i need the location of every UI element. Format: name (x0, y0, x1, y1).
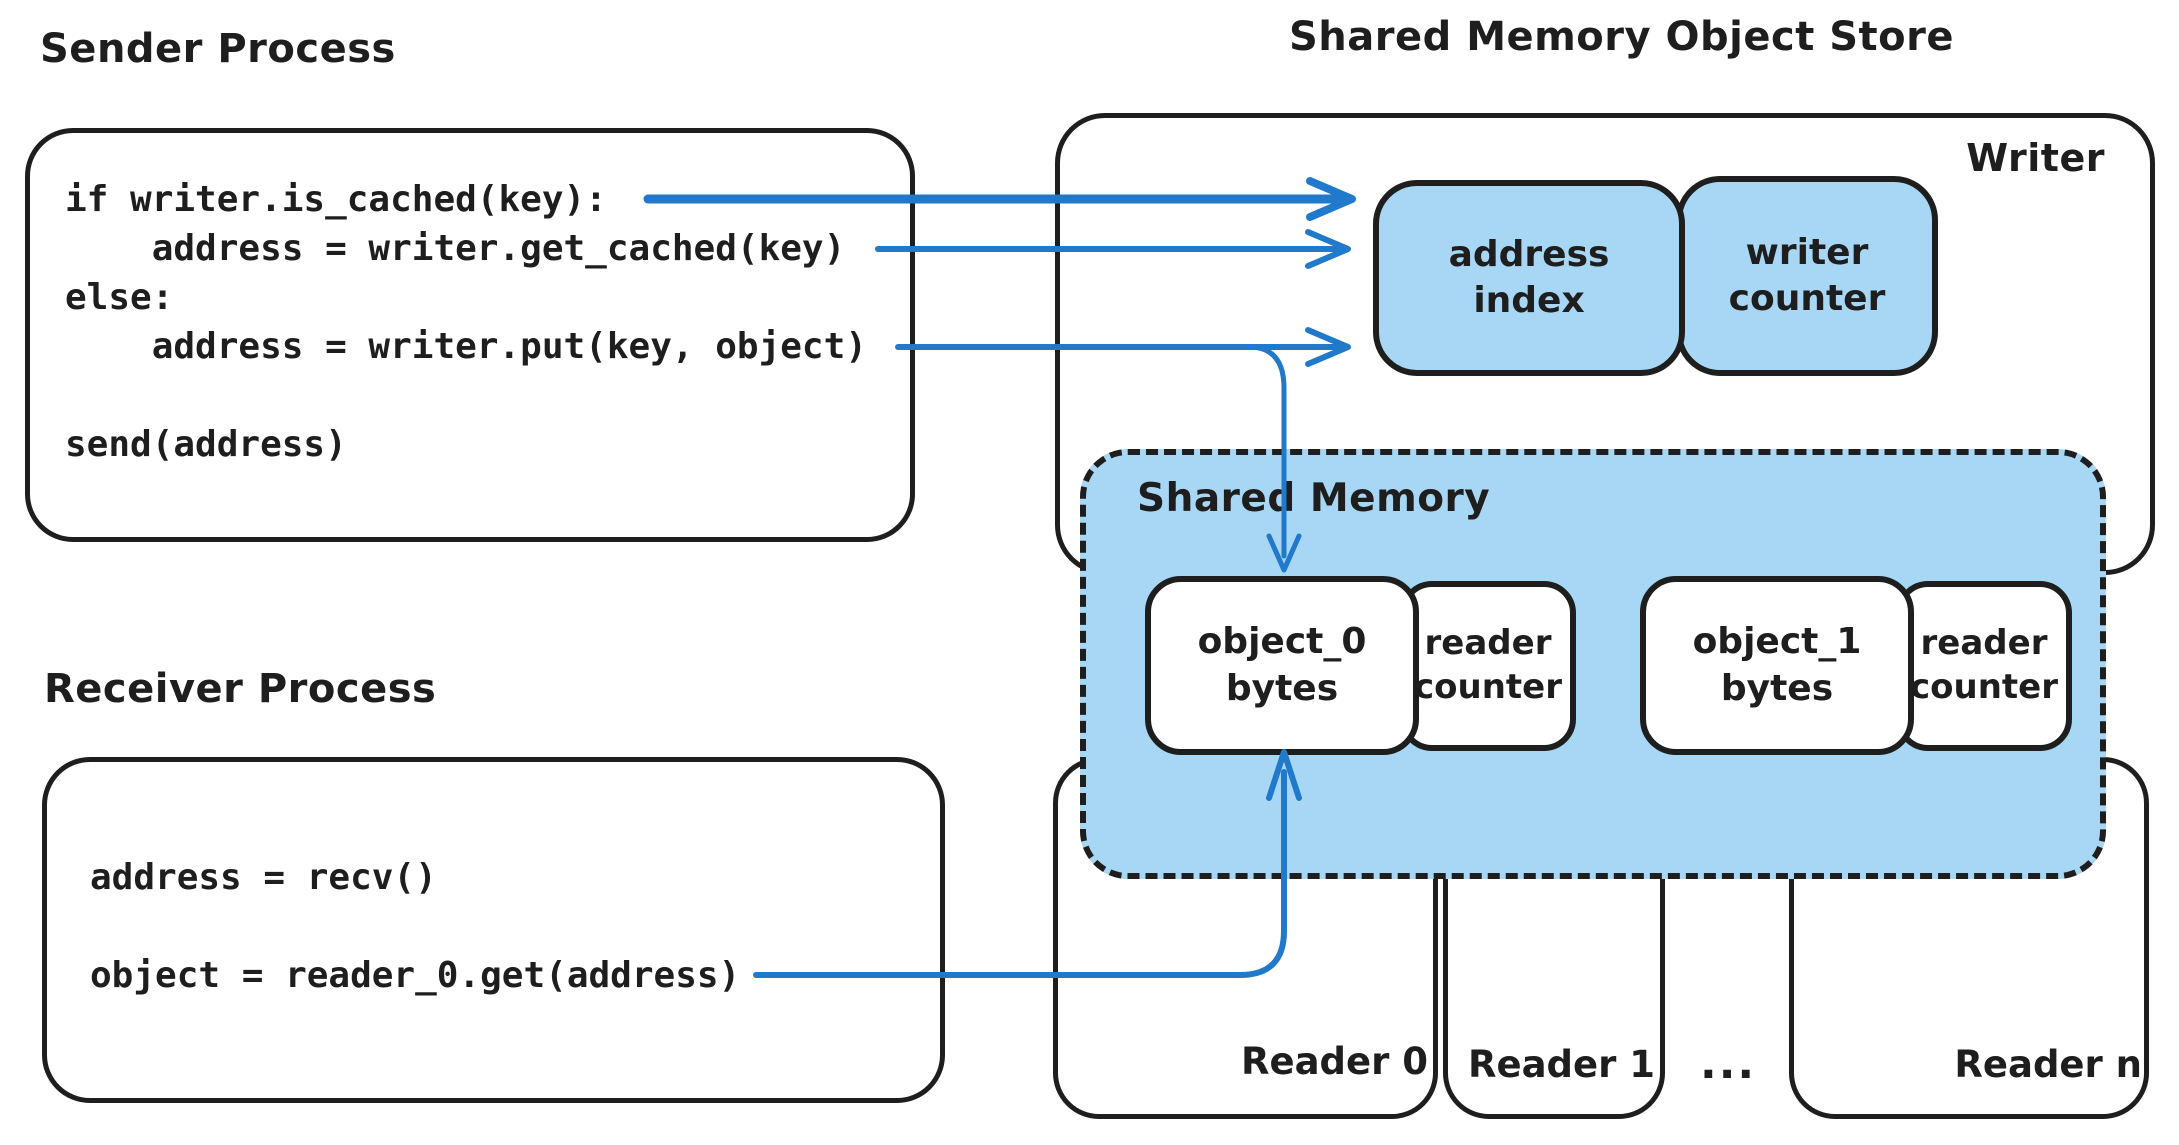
reader-1-label: Reader 1 (1467, 1043, 1655, 1086)
reader-counter-1-box: reader counter (1896, 581, 2072, 751)
reader-counter-line2: counter (1413, 667, 1562, 707)
code-line: object = reader_0.get(address) (90, 955, 741, 996)
reader-counter-line1: reader (1424, 623, 1552, 664)
reader-counter-1-label: reader counter (1902, 587, 2066, 745)
object-0-line1: object_0 (1197, 621, 1367, 663)
reader-counter-0-box: reader counter (1400, 581, 1576, 751)
object-1-line2: bytes (1720, 667, 1834, 709)
code-line: if writer.is_cached(key): (65, 179, 607, 220)
address-index-line2: index (1473, 280, 1585, 321)
code-line: address = writer.get_cached(key) (65, 228, 846, 269)
reader-counter-line2: counter (1909, 667, 2058, 707)
code-line (65, 371, 867, 420)
object-1-label: object_1 bytes (1646, 582, 1908, 749)
reader-0-label: Reader 0 (1240, 1040, 1428, 1083)
writer-counter-label: writer counter (1682, 182, 1932, 370)
address-index-line1: address (1448, 233, 1610, 275)
address-index-box: address index (1373, 180, 1685, 376)
code-line: else: (65, 277, 174, 318)
code-line: address = writer.put(key, object) (65, 326, 867, 367)
object-0-label: object_0 bytes (1151, 582, 1413, 749)
writer-counter-line2: counter (1728, 278, 1886, 319)
sender-process-title: Sender Process (40, 26, 396, 72)
shared-memory-box: Shared Memory reader counter object_0 by… (1080, 449, 2106, 879)
code-line: send(address) (65, 424, 347, 465)
receiver-process-title: Receiver Process (44, 666, 437, 712)
object-1-box: object_1 bytes (1640, 576, 1914, 755)
address-index-label: address index (1379, 186, 1679, 370)
code-line: address = recv() (90, 857, 437, 898)
sender-code: if writer.is_cached(key): address = writ… (65, 175, 867, 469)
object-0-line2: bytes (1225, 667, 1339, 709)
readers-ellipsis: ... (1700, 1038, 1757, 1089)
store-title: Shared Memory Object Store (1289, 14, 1955, 60)
code-line (90, 902, 740, 951)
writer-counter-box: writer counter (1676, 176, 1938, 376)
reader-n-label: Reader n (1954, 1043, 2142, 1086)
object-0-box: object_0 bytes (1145, 576, 1419, 755)
shared-memory-label: Shared Memory (1137, 476, 1491, 521)
receiver-code: address = recv() object = reader_0.get(a… (90, 853, 740, 1000)
object-1-line1: object_1 (1692, 621, 1862, 663)
writer-counter-line1: writer (1745, 231, 1869, 273)
writer-label: Writer (1966, 136, 2105, 180)
reader-counter-line1: reader (1920, 623, 2048, 664)
reader-counter-0-label: reader counter (1406, 587, 1570, 745)
